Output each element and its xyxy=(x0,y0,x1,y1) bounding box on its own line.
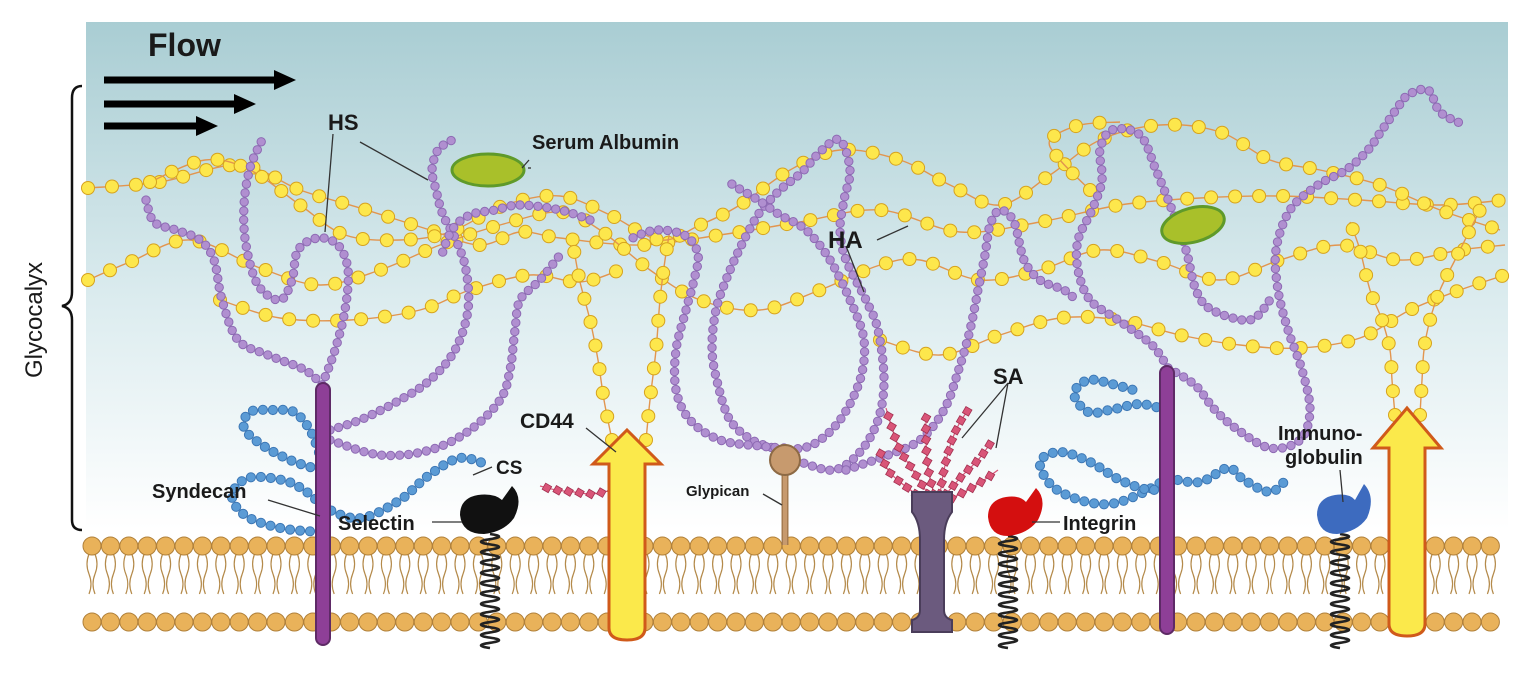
sa-chain xyxy=(539,482,618,500)
bead-chain xyxy=(707,134,889,475)
sialylated-protein xyxy=(911,491,953,633)
sialic-acid-chains xyxy=(539,405,999,504)
flow-label: Flow xyxy=(148,27,221,63)
glypican xyxy=(769,444,801,545)
cd44-1 xyxy=(589,427,665,642)
ha-label: HA xyxy=(828,227,863,254)
glycocalyx-label: Glycocalyx xyxy=(21,262,48,378)
bead-chain xyxy=(639,229,674,447)
bead-chain xyxy=(1071,124,1274,373)
sa-chain xyxy=(875,448,922,500)
transmembrane-springs xyxy=(479,532,1351,650)
sa-label: SA xyxy=(993,364,1024,389)
lipid-bilayer xyxy=(82,536,1500,632)
integrin-label: Integrin xyxy=(1063,513,1136,535)
bead-chain xyxy=(213,264,623,328)
selectin xyxy=(460,486,519,534)
serum-albumin-1 xyxy=(450,152,526,188)
bead-chain xyxy=(438,200,595,257)
syndecan-2 xyxy=(1159,365,1175,635)
glypican-label: Glypican xyxy=(686,483,749,500)
integrin xyxy=(988,488,1043,536)
flow-arrows xyxy=(104,70,296,136)
bead-chain xyxy=(325,252,564,461)
immunoglobulin xyxy=(1317,484,1371,534)
sa-chain xyxy=(940,439,995,500)
bead-chain xyxy=(841,206,1078,475)
immunoglobulin-label-line2: globulin xyxy=(1285,447,1363,469)
immunoglobulin-label-line1: Immuno- xyxy=(1278,423,1362,445)
leader-lines xyxy=(267,133,1344,523)
bead-chain xyxy=(81,158,1506,252)
serum-albumin-2 xyxy=(1160,205,1226,245)
hyaluronan-chains xyxy=(81,115,1510,447)
glycocalyx-bracket xyxy=(61,84,83,532)
selectin-label: Selectin xyxy=(338,513,415,535)
bead-chain xyxy=(1047,115,1121,197)
bead-chain xyxy=(567,244,619,447)
cd44-2 xyxy=(1369,405,1445,638)
hs-label: HS xyxy=(328,110,359,135)
bead-chain xyxy=(1345,221,1402,422)
cs-label: CS xyxy=(496,458,522,479)
syndecan-label: Syndecan xyxy=(152,481,246,503)
bead-chain xyxy=(238,404,326,476)
bead-chain xyxy=(239,137,353,390)
syndecan-1 xyxy=(315,382,331,646)
serum-albumin-label: Serum Albumin xyxy=(532,132,679,154)
chondroitin-sulfate-chains xyxy=(227,374,1289,538)
cd44-label: CD44 xyxy=(520,410,574,433)
